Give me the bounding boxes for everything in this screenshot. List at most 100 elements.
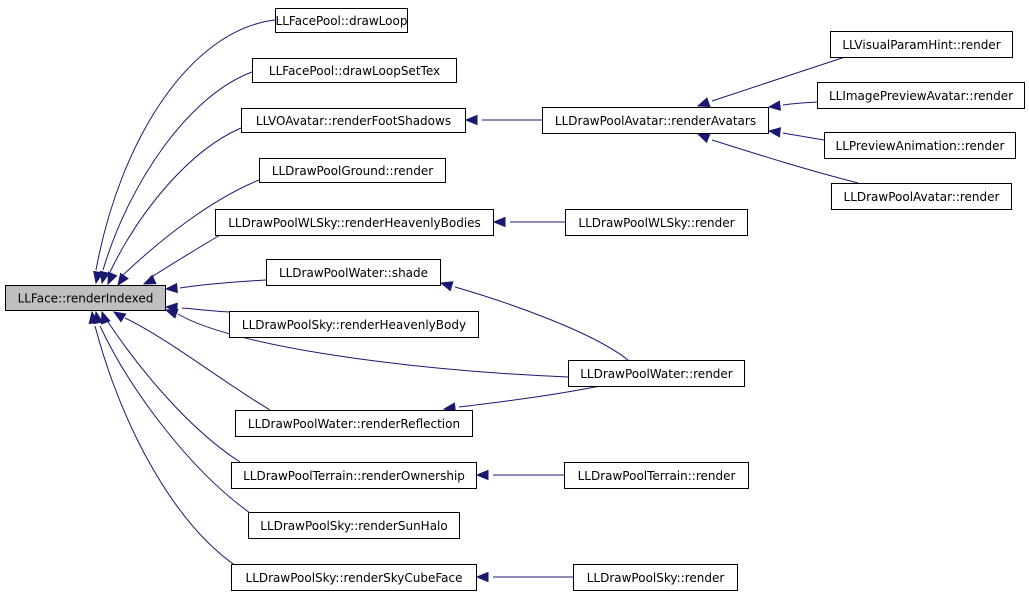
node-lldrawpoolavatar-renderavatars[interactable]: LLDrawPoolAvatar::renderAvatars — [542, 107, 769, 134]
edge-water-reflection-to-root — [112, 311, 271, 411]
arrowhead-icon — [142, 274, 157, 285]
node-lldrawpoolwlsky-renderheavenlybodies[interactable]: LLDrawPoolWLSky::renderHeavenlyBodies — [215, 209, 494, 236]
node-label: LLDrawPoolWater::renderReflection — [248, 417, 460, 431]
node-label: LLDrawPoolWLSky::render — [578, 216, 734, 230]
node-lldrawpoolterrain-renderownership[interactable]: LLDrawPoolTerrain::renderOwnership — [231, 462, 477, 489]
node-lldrawpoolwater-render[interactable]: LLDrawPoolWater::render — [568, 360, 745, 387]
node-label: LLVisualParamHint::render — [842, 38, 1000, 52]
edge-ground-render-to-root — [117, 179, 260, 287]
node-lldrawpoolsky-render[interactable]: LLDrawPoolSky::render — [573, 564, 738, 591]
edge-line — [179, 279, 267, 289]
arrowhead-icon — [164, 282, 178, 294]
edge-line — [102, 71, 253, 271]
edge-terrain-ownership-to-root — [100, 310, 241, 463]
arrowhead-icon — [767, 100, 782, 111]
node-box — [259, 158, 446, 183]
node-label: LLFacePool::drawLoop — [276, 14, 408, 28]
edge-avatar-renderavatars-to-vo-footshadows — [464, 114, 542, 126]
edge-line — [94, 325, 237, 567]
node-llpreviewanimation-render[interactable]: LLPreviewAnimation::render — [824, 132, 1016, 159]
node-box — [215, 209, 494, 236]
edge-line — [109, 127, 242, 273]
node-box — [542, 107, 769, 134]
node-box — [824, 132, 1016, 159]
edge-water-shade-to-root — [164, 279, 267, 294]
edge-line — [711, 56, 846, 102]
edge-line — [121, 179, 260, 277]
node-box — [831, 183, 1012, 210]
node-label: LLDrawPoolSky::render — [587, 571, 725, 585]
edge-line — [149, 234, 221, 279]
node-box — [565, 209, 748, 236]
arrowhead-icon — [475, 469, 489, 481]
node-label: LLDrawPoolSky::renderHeavenlyBody — [242, 318, 466, 332]
arrowhead-icon — [767, 127, 782, 138]
edge-vo-footshadows-to-root — [107, 127, 242, 286]
arrowhead-icon — [99, 270, 110, 285]
edge-line — [711, 139, 859, 184]
edge-imagepreviewavatar-render-to-avatar-renderavatars — [767, 100, 818, 111]
edge-sky-render-to-sky-cubeface — [475, 571, 573, 583]
node-label: LLFace::renderIndexed — [18, 292, 154, 306]
edge-line — [782, 101, 818, 106]
edge-line — [124, 317, 271, 411]
node-llvoavatar-renderfootshadows[interactable]: LLVOAvatar::renderFootShadows — [241, 108, 466, 133]
node-box — [241, 108, 466, 133]
node-label: LLFacePool::drawLoopSetTex — [269, 64, 440, 78]
arrowhead-icon — [117, 272, 129, 287]
node-lldrawpoolterrain-render[interactable]: LLDrawPoolTerrain::render — [564, 462, 749, 489]
edge-wlsky-render-to-wlsky-heavenly — [492, 216, 565, 228]
arrowhead-icon — [164, 308, 179, 319]
node-box — [5, 285, 166, 311]
node-lldrawpoolsky-renderskycubeface[interactable]: LLDrawPoolSky::renderSkyCubeFace — [231, 564, 477, 591]
node-lldrawpoolavatar-render[interactable]: LLDrawPoolAvatar::render — [831, 183, 1012, 210]
node-label: LLDrawPoolWLSky::renderHeavenlyBodies — [228, 216, 481, 230]
nodes-layer: LLFace::renderIndexed LLFacePool::drawLo… — [5, 8, 1025, 591]
edge-line — [181, 307, 230, 313]
node-box — [830, 31, 1013, 58]
arrowhead-icon — [107, 271, 118, 286]
node-label: LLDrawPoolTerrain::render — [578, 469, 736, 483]
node-lldrawpoolground-render[interactable]: LLDrawPoolGround::render — [259, 158, 446, 183]
edges-layer — [88, 19, 859, 583]
node-lldrawpoolwater-renderreflection[interactable]: LLDrawPoolWater::renderReflection — [235, 410, 473, 437]
edge-previewanimation-render-to-avatar-renderavatars — [767, 127, 825, 141]
node-label: LLVOAvatar::renderFootShadows — [256, 114, 451, 128]
arrowhead-icon — [492, 216, 506, 228]
edge-visualparamhint-render-to-avatar-renderavatars — [696, 56, 846, 108]
node-box — [817, 82, 1025, 109]
edge-fp-drawloop-to-root — [93, 19, 276, 285]
edge-line — [95, 19, 276, 271]
node-label: LLDrawPoolSky::renderSkyCubeFace — [246, 571, 463, 585]
node-box — [568, 360, 745, 387]
node-label: LLDrawPoolSky::renderSunHalo — [260, 519, 447, 533]
edge-water-render-to-water-reflection — [442, 385, 601, 413]
node-label: LLPreviewAnimation::render — [836, 139, 1005, 153]
edge-line — [177, 313, 569, 378]
node-label: LLDrawPoolWater::shade — [279, 266, 428, 280]
node-lldrawpoolsky-renderheavenlybody[interactable]: LLDrawPoolSky::renderHeavenlyBody — [229, 311, 479, 338]
node-box — [573, 564, 738, 591]
arrowhead-icon — [464, 114, 478, 126]
arrowhead-icon — [439, 281, 454, 292]
node-llface-renderindexed[interactable]: LLFace::renderIndexed — [5, 285, 166, 311]
node-lldrawpoolwater-shade[interactable]: LLDrawPoolWater::shade — [266, 259, 441, 286]
node-llvisualparamhint-render[interactable]: LLVisualParamHint::render — [830, 31, 1013, 58]
node-llimagepreviewavatar-render[interactable]: LLImagePreviewAvatar::render — [817, 82, 1025, 109]
edge-terrain-render-to-terrain-ownership — [475, 469, 564, 481]
node-lldrawpoolwlsky-render[interactable]: LLDrawPoolWLSky::render — [565, 209, 748, 236]
arrowhead-icon — [88, 310, 99, 325]
node-llfacepool-drawloopsettex[interactable]: LLFacePool::drawLoopSetTex — [252, 58, 457, 83]
node-box — [248, 512, 460, 539]
node-llfacepool-drawloop[interactable]: LLFacePool::drawLoop — [275, 8, 408, 33]
edge-wlsky-heavenly-to-root — [142, 234, 221, 285]
edge-line — [458, 385, 601, 408]
arrowhead-icon — [100, 310, 111, 325]
node-lldrawpoolsky-rendersunhalo[interactable]: LLDrawPoolSky::renderSunHalo — [248, 512, 460, 539]
edge-water-render-to-root — [164, 308, 569, 378]
node-box — [231, 462, 477, 489]
node-box — [266, 259, 441, 286]
node-box — [231, 564, 477, 591]
node-label: LLDrawPoolAvatar::render — [844, 190, 1000, 204]
